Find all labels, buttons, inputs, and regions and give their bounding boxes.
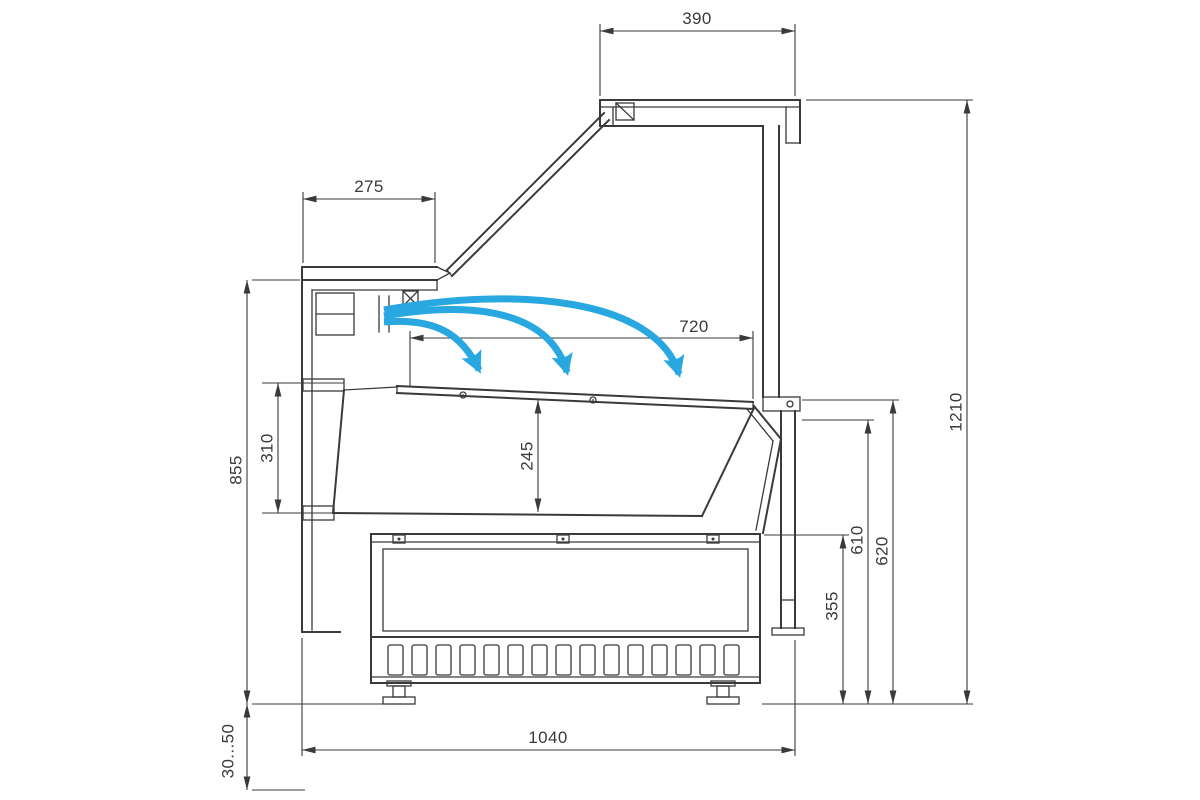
dim-left-inner-height: 310 <box>257 382 344 514</box>
grille-slot <box>411 644 428 676</box>
dim-label-worktop-height: 855 <box>226 455 245 485</box>
dim-foot-adjustment: 30...50 <box>218 704 305 791</box>
dim-label-canopy-depth: 390 <box>682 9 712 28</box>
grille-slot <box>483 644 500 676</box>
dim-label-rear-inner-height: 610 <box>847 525 866 555</box>
foot-right <box>706 680 740 705</box>
airflow-arrow-medium <box>383 306 573 376</box>
dim-label-foot-adjustment: 30...50 <box>218 724 237 779</box>
grille-slot <box>555 644 572 676</box>
worktop <box>302 266 452 291</box>
grille-slot <box>723 644 740 676</box>
storage-well <box>331 386 783 535</box>
counter-structure <box>301 99 805 705</box>
dim-label-worktop-depth: 275 <box>354 177 384 196</box>
airflow-arrows <box>383 295 685 378</box>
adjustable-feet <box>382 680 740 705</box>
airflow-arrow-short <box>383 317 483 374</box>
grille-slot <box>507 644 524 676</box>
dim-label-rear-height: 620 <box>872 536 891 566</box>
grille-slot <box>651 644 668 676</box>
left-panel <box>301 266 345 633</box>
dim-label-well-depth: 245 <box>517 441 536 471</box>
grille-slot <box>435 644 452 676</box>
grille-slots <box>387 644 740 676</box>
dim-label-left-inner-height: 310 <box>257 433 276 463</box>
ventilation-grille <box>370 636 761 678</box>
dim-rear-inner-height: 610 <box>802 419 874 704</box>
dim-base-width: 1040 <box>301 638 796 756</box>
dimensions: 390 275 720 855 310 245 <box>218 9 973 791</box>
display-deck <box>395 384 755 411</box>
machine-compartment <box>370 533 761 684</box>
dim-rear-height: 620 <box>802 399 899 704</box>
foot-left <box>382 680 416 705</box>
front-glass <box>445 111 611 278</box>
dim-worktop-height: 855 <box>226 279 400 705</box>
airflow-arrow-long <box>383 295 685 378</box>
grille-slot <box>531 644 548 676</box>
dim-label-base-height: 355 <box>822 591 841 621</box>
rear-panel <box>762 125 805 636</box>
dim-base-height: 355 <box>764 534 849 704</box>
dim-label-deck-length: 720 <box>679 317 709 336</box>
dim-well-depth: 245 <box>517 400 542 512</box>
grille-slot <box>603 644 620 676</box>
dim-label-overall-height: 1210 <box>946 392 965 431</box>
grille-slot <box>387 644 404 676</box>
dim-deck-length: 720 <box>409 317 754 399</box>
dim-worktop-depth: 275 <box>302 177 436 263</box>
grille-slot <box>459 644 476 676</box>
dim-label-base-width: 1040 <box>528 728 567 747</box>
grille-slot <box>627 644 644 676</box>
dim-canopy-depth: 390 <box>599 9 796 96</box>
grille-slot <box>579 644 596 676</box>
grille-slot <box>675 644 692 676</box>
canopy <box>599 99 801 144</box>
fan-unit <box>315 290 419 336</box>
grille-slot <box>699 644 716 676</box>
